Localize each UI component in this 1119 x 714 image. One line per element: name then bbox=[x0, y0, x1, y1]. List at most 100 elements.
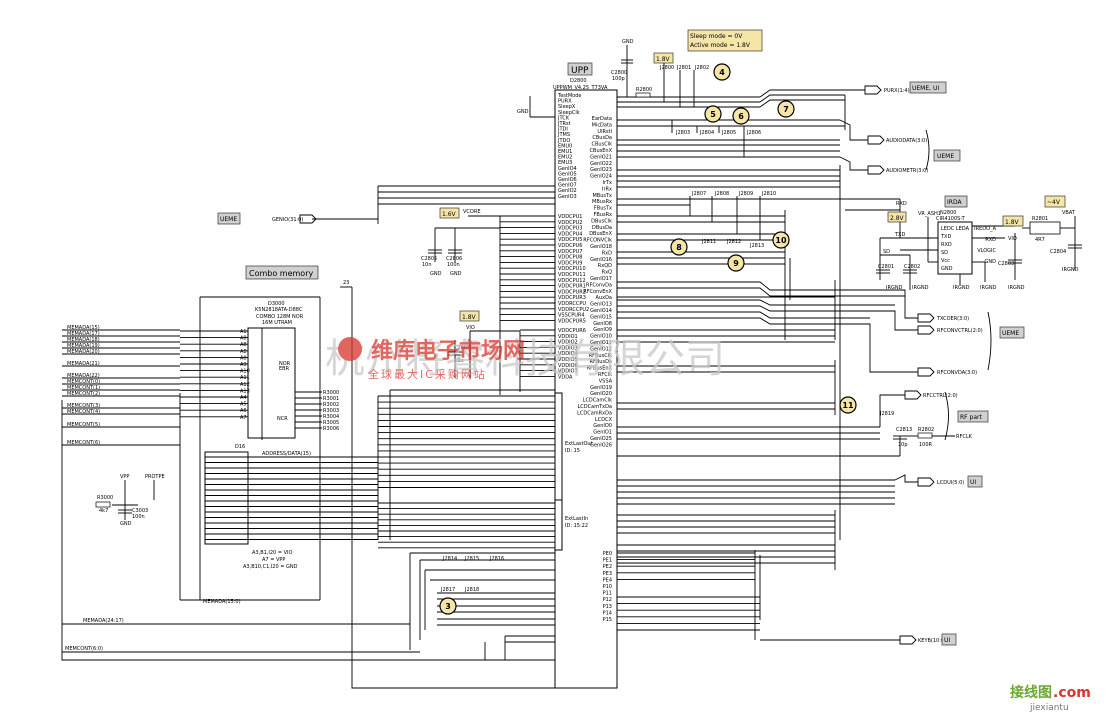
upp-pin-label: LCDCX bbox=[595, 417, 613, 423]
upp-pin-label: GenIO14 bbox=[590, 308, 612, 314]
combo-pin-label: A13 bbox=[240, 388, 250, 394]
ueme-tag-2-label: UEME bbox=[1002, 330, 1019, 337]
combo-pin-label: A5 bbox=[240, 402, 247, 408]
j2805-label: J2805 bbox=[721, 130, 736, 136]
upp-pin-label: P10 bbox=[603, 584, 612, 590]
j2802-label: J2802 bbox=[694, 65, 709, 71]
j2808-label: J2808 bbox=[714, 191, 729, 197]
c2806-val: 100n bbox=[447, 262, 460, 268]
callout-label: 5 bbox=[710, 110, 716, 119]
upp-pin-label: P13 bbox=[603, 604, 612, 610]
upp-pin-label: PURX bbox=[558, 99, 572, 105]
upp-pin-label: GenIO22 bbox=[590, 161, 612, 167]
j2818-label: J2818 bbox=[464, 587, 479, 593]
j2812-label: J2812 bbox=[726, 239, 741, 245]
j2801-label: J2801 bbox=[676, 65, 691, 71]
rfclk-label: RFCLK bbox=[956, 434, 973, 440]
upp-pin-label: VDDCPU3 bbox=[558, 226, 582, 232]
r2802-label: R2802 bbox=[918, 427, 934, 433]
callout-label: 9 bbox=[733, 259, 739, 268]
ui-tag-2-label: UI bbox=[944, 637, 950, 644]
gnd-c2805: GND bbox=[430, 271, 442, 277]
upp-pin-label: VDDCPUR5 bbox=[558, 318, 586, 324]
irda-pin-label: SD bbox=[941, 250, 948, 256]
upp-pin-label: FBusTx bbox=[594, 206, 612, 212]
upp-pin-label: VDDCPU9 bbox=[558, 260, 582, 266]
sleep-mode-label: Sleep mode = 0V bbox=[690, 33, 743, 40]
upp-pin-label: VDDCPU8 bbox=[558, 255, 582, 261]
callout-label: 6 bbox=[738, 112, 744, 121]
callout-label: 7 bbox=[783, 105, 789, 114]
memcont-6-0: MEMCONT(6:0) bbox=[65, 646, 103, 652]
rf-part-label: RF part bbox=[960, 414, 982, 421]
upp-pin-label: VSSCPUR4 bbox=[558, 313, 585, 319]
r3000-label: R3000 bbox=[97, 495, 113, 501]
watermark-logo-icon bbox=[338, 337, 362, 361]
upp-pin-label: CBusDa bbox=[592, 135, 612, 141]
r2800-label: R2800 bbox=[636, 87, 652, 93]
upp-pin-label: FBusRx bbox=[593, 212, 612, 218]
gnd-c3003: GND bbox=[120, 521, 132, 527]
upp-pin-label: RFConvEnX bbox=[583, 289, 612, 295]
c2807-val: 10n bbox=[454, 358, 464, 364]
upp-pin-label: PE4 bbox=[603, 577, 612, 583]
left-net-label: MEMCONT(4) bbox=[67, 409, 100, 415]
j2813-label: J2813 bbox=[749, 243, 764, 249]
r2801-box bbox=[1029, 221, 1061, 235]
irda-pins: LEDC LEDATXDRXDSDVccGNDIREDO_ARXDVLOGICG… bbox=[940, 226, 997, 272]
irda-pin-label-right: GND bbox=[985, 259, 997, 265]
upp-pin-label: RxD bbox=[602, 250, 612, 256]
upp-pin-label: JTDI bbox=[557, 127, 568, 133]
upp-pin-label: VDDCPU2 bbox=[558, 220, 582, 226]
upp-pin-label: GenIO2 bbox=[558, 188, 577, 194]
callout-label: 3 bbox=[445, 602, 451, 611]
j2810-label: J2810 bbox=[761, 191, 776, 197]
combo-pin-label: A11 bbox=[240, 375, 250, 381]
upp-pin-label: EMU2 bbox=[558, 155, 572, 161]
upp-pin-label: GenIO3 bbox=[558, 194, 577, 200]
upp-pin-label: GenIO12 bbox=[590, 346, 612, 352]
audiometr-connector bbox=[867, 165, 885, 175]
upp-pin-label: GenIO0 bbox=[593, 423, 612, 429]
irda-pin-label: GND bbox=[941, 266, 953, 272]
c2803-label: C2803 bbox=[998, 261, 1014, 267]
combo-data-out-label: R3005 bbox=[323, 420, 339, 426]
txcoer-connector bbox=[917, 313, 935, 323]
irda-pin-label: TXD bbox=[940, 234, 951, 240]
upp-pin-label: PE3 bbox=[603, 571, 612, 577]
upp-pin-label: LCDCamTxDa bbox=[578, 404, 612, 410]
irda-pin-label: RXD bbox=[941, 242, 952, 248]
upp-pin-label: VDDCPU11 bbox=[558, 272, 586, 278]
combo-pin-label: A4 bbox=[240, 395, 247, 401]
combo-title: Combo memory bbox=[249, 269, 313, 278]
active-mode-label: Active mode = 1.8V bbox=[690, 42, 751, 49]
upp-pin-label: DBusEnX bbox=[589, 231, 612, 237]
callout-9 bbox=[727, 254, 745, 272]
upp-pin-label: RFConvDa bbox=[586, 282, 612, 288]
upp-ext-box-2 bbox=[554, 499, 563, 551]
j2819-label: J2819 bbox=[879, 411, 894, 417]
upp-chip bbox=[554, 89, 618, 689]
volt-tag-18-mid bbox=[459, 310, 480, 322]
combo-pin-label: A12 bbox=[240, 382, 250, 388]
combo-d-label: D16 bbox=[235, 444, 245, 450]
combo-ncr-label: NCR bbox=[277, 416, 288, 422]
audiometr-net-label: AUDIOMETR(3:0) bbox=[886, 168, 928, 174]
rfcondata-net-label: RFCONVDA(3:0) bbox=[937, 370, 977, 376]
upp-pin-label: RxQD bbox=[598, 263, 612, 269]
volt-top-label: 1.8V bbox=[656, 56, 671, 63]
upp-pin-label: PE1 bbox=[603, 558, 612, 564]
ueme-ui-tag bbox=[909, 81, 947, 94]
upp-ext-label2: ExtLastIn bbox=[565, 516, 588, 522]
r3000-val: 4k7 bbox=[99, 508, 108, 514]
upp-pins-right: EarDataMicDataUIRstlCBusDaCBusClkCBusEnX… bbox=[577, 116, 612, 448]
upp-ext-label: ExtLastOut bbox=[565, 441, 593, 447]
combo-pin-label: A6 bbox=[240, 408, 247, 414]
ueme-tag-2 bbox=[999, 326, 1025, 339]
upp-pin-label: VSSA bbox=[599, 378, 613, 384]
upp-pin-label: EMU3 bbox=[558, 160, 572, 166]
combo-data-out-label: R3002 bbox=[323, 402, 339, 408]
upp-pin-label: PE2 bbox=[603, 564, 612, 570]
upp-pin-label: CBusEnX bbox=[590, 148, 613, 154]
combo-pin-label: A8 bbox=[240, 349, 247, 355]
